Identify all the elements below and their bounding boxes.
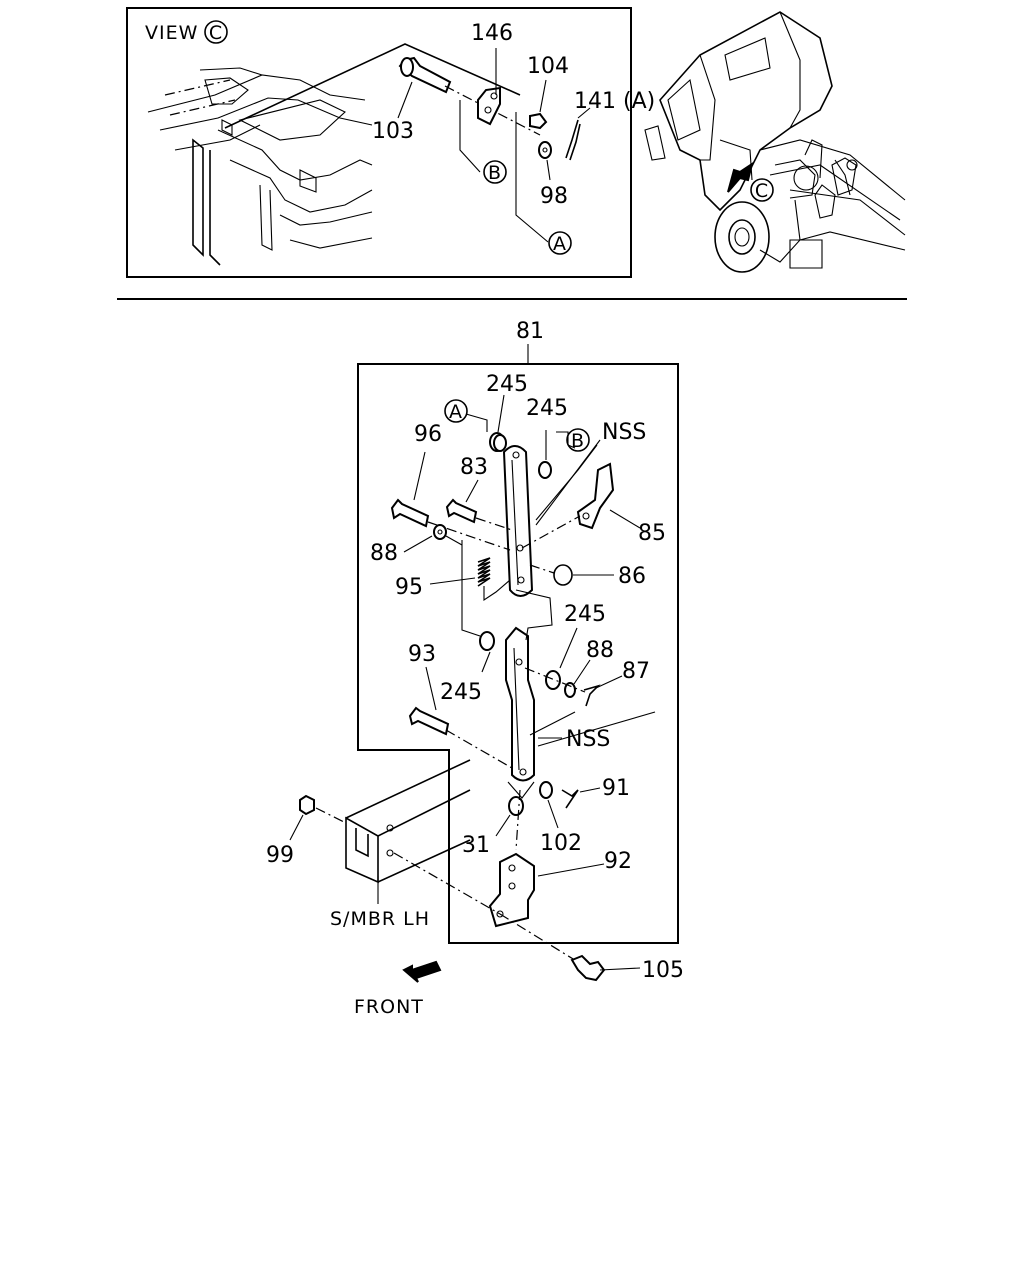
inset-frame <box>126 7 632 278</box>
callout-245-c: 245 <box>564 602 606 627</box>
washer-98 <box>538 141 552 181</box>
view-direction-arrow <box>727 161 754 193</box>
callout-83: 83 <box>460 455 488 480</box>
washer-102 <box>539 781 559 829</box>
front-wheel <box>714 201 770 273</box>
assembly-81-frame <box>357 363 679 944</box>
pin-83 <box>445 479 513 531</box>
front-arrow <box>402 960 442 983</box>
ref-b-leader <box>459 100 481 173</box>
cotter-pin-141 <box>565 107 591 161</box>
callout-245-a: 245 <box>486 372 528 397</box>
callout-86: 86 <box>618 564 646 589</box>
truck-view-letter: C <box>755 180 769 202</box>
callout-105: 105 <box>642 958 684 983</box>
pin-93 <box>408 666 513 769</box>
ref-b-letter: B <box>488 162 502 184</box>
truck-locator-view: C <box>644 11 906 273</box>
ref-a-letter: A <box>553 233 567 255</box>
callout-103: 103 <box>372 119 414 144</box>
callout-87: 87 <box>622 659 650 684</box>
spring-95 <box>429 557 511 602</box>
main-ref-a-circle <box>444 399 468 423</box>
washer-88-upper <box>403 524 463 553</box>
bolt-105 <box>570 954 641 982</box>
bushing-245-lower <box>545 627 578 690</box>
main-ref-b-letter: B <box>571 430 585 452</box>
callout-nss-upper: NSS <box>602 420 646 445</box>
callout-99: 99 <box>266 843 294 868</box>
callout-31: 31 <box>462 833 490 858</box>
side-member-lh <box>345 759 579 963</box>
cotter-pin-91 <box>561 787 601 809</box>
pin-103 <box>397 56 541 136</box>
cotter-pin-87 <box>524 667 623 707</box>
callout-146: 146 <box>471 21 513 46</box>
ref-a-leader <box>515 112 549 243</box>
bushing-31 <box>495 781 535 837</box>
callout-91: 91 <box>602 776 630 801</box>
callout-95: 95 <box>395 575 423 600</box>
callout-88-upper: 88 <box>370 541 398 566</box>
main-ref-b-circle <box>566 428 590 452</box>
bracket-146 <box>477 48 501 126</box>
callout-92: 92 <box>604 849 632 874</box>
bushing-245-top <box>465 394 507 452</box>
truck-view-letter-circle <box>750 178 774 202</box>
upper-link <box>502 445 534 597</box>
callout-93: 93 <box>408 642 436 667</box>
frame-member-label: S/MBR LH <box>330 908 430 930</box>
callout-102: 102 <box>540 831 582 856</box>
nss-lower-leader-b <box>537 711 656 747</box>
ref-b-circle <box>483 160 507 184</box>
bushing-245-right <box>538 430 576 479</box>
bracket-92 <box>488 789 605 928</box>
bracket-85 <box>521 444 641 549</box>
view-letter-circle <box>204 20 228 44</box>
view-label: VIEW <box>145 22 198 44</box>
bolt-104 <box>529 79 548 130</box>
lower-link <box>505 626 535 782</box>
main-ref-a-letter: A <box>449 401 463 423</box>
chassis-sketch <box>147 67 373 266</box>
callout-85: 85 <box>638 521 666 546</box>
ref-a-circle <box>548 231 572 255</box>
callout-nss-lower: NSS <box>566 727 610 752</box>
bushing-245-mid <box>461 540 495 673</box>
view-letter: C <box>209 22 223 44</box>
callout-245-b: 245 <box>526 396 568 421</box>
nut-99 <box>289 794 345 841</box>
main-assembly: 81 <box>266 319 684 1018</box>
callout-88-lower: 88 <box>586 638 614 663</box>
callout-96: 96 <box>414 422 442 447</box>
callout-98: 98 <box>540 184 568 209</box>
inset-leader <box>224 43 521 129</box>
view-c-inset: VIEW C <box>126 7 655 278</box>
front-label: FRONT <box>354 996 424 1018</box>
pin-96 <box>390 451 511 551</box>
ring-86 <box>529 564 614 586</box>
callout-245-d: 245 <box>440 680 482 705</box>
callout-141: 141 (A) <box>574 89 655 114</box>
callout-81: 81 <box>516 319 544 344</box>
callout-104: 104 <box>527 54 569 79</box>
link-connector <box>515 589 553 641</box>
nss-upper-leader <box>535 439 601 526</box>
nss-lower-leader-a <box>529 711 576 736</box>
washer-88-lower <box>564 659 591 698</box>
